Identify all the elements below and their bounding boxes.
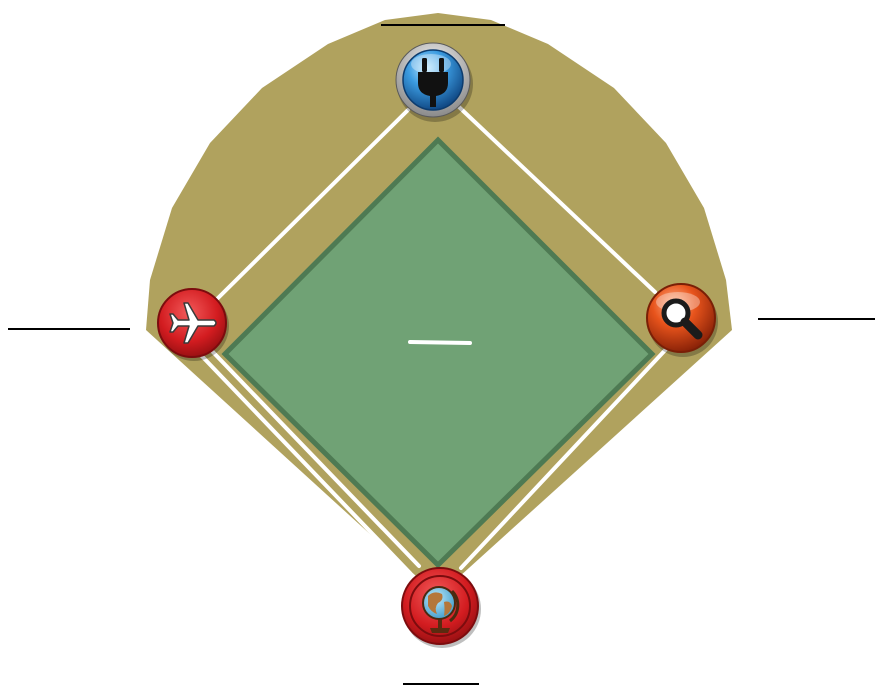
- globe-icon[interactable]: [402, 568, 481, 648]
- center-blank-line: [410, 342, 470, 343]
